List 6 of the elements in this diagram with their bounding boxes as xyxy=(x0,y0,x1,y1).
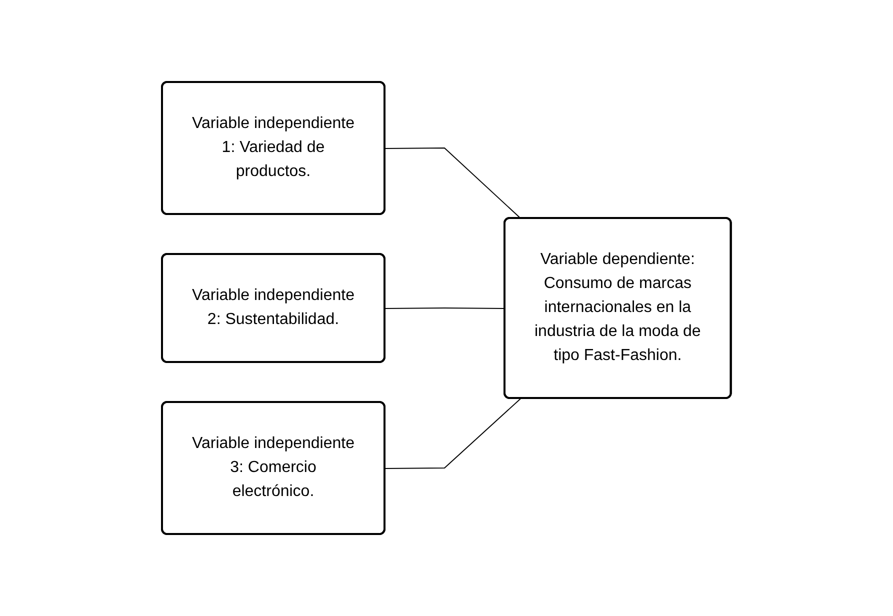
connector xyxy=(384,398,522,469)
connector xyxy=(384,148,522,219)
node-text: Variable independiente 3: Comercio electrónico. xyxy=(192,435,355,500)
node-text: Variable independiente 1: Variedad de productos. xyxy=(192,115,355,180)
connector xyxy=(384,308,506,309)
node-text: Variable independiente 2: Sustentabilidad. xyxy=(192,287,355,328)
